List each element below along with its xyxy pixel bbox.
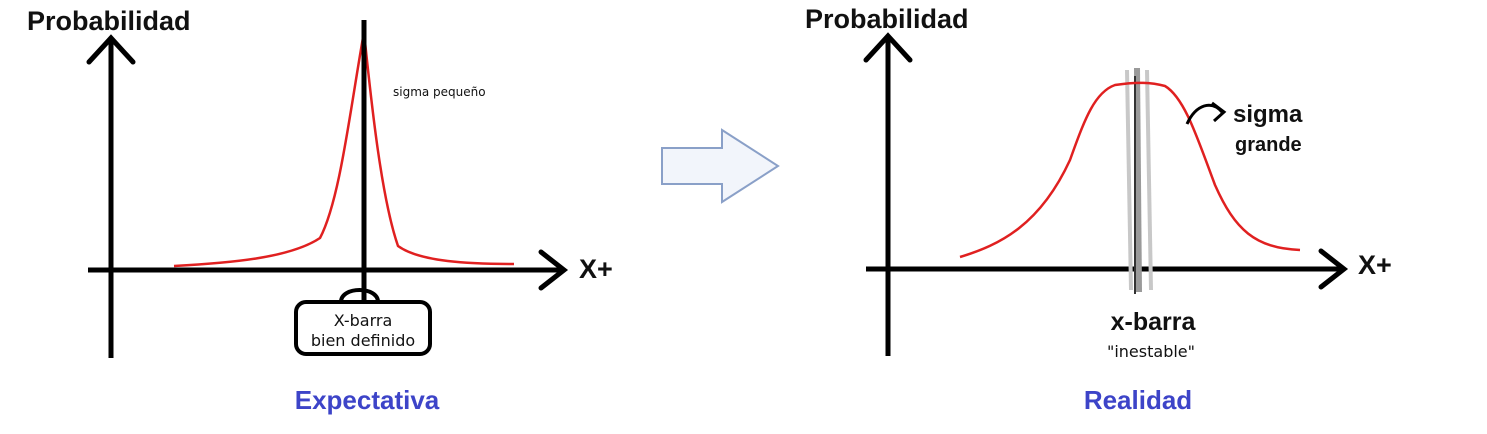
sigma-large-line2: grande [1235,134,1302,156]
sigma-large-line1: sigma [1233,101,1303,128]
callout-bubble-tip [339,288,380,303]
sigma-small-note: sigma pequeño [393,85,486,99]
unstable-mean-ghost-1 [1125,69,1133,291]
unstable-mean-blur [1134,67,1142,293]
unstable-mean-ghost-2 [1145,69,1153,291]
xbar-box-line2: bien definido [311,331,415,350]
right-caption: Realidad [1084,385,1192,415]
left-y-axis-label: Probabilidad [27,6,191,36]
right-y-axis-label: Probabilidad [805,4,969,34]
left-y-axis-arrowhead [86,34,136,65]
xbar-box-line1: X-barra [334,311,393,330]
right-block-arrow-icon [661,128,780,204]
left-narrow-distribution-curve [173,31,515,268]
xbar-unstable-note: "inestable" [1107,342,1195,361]
right-x-axis-arrowhead [1318,248,1349,290]
right-y-axis-arrowhead [863,32,913,63]
left-caption: Expectativa [295,385,440,415]
right-wide-distribution-curve [959,81,1301,259]
xbar-callout-box [294,300,432,356]
left-x-axis-label: X+ [579,254,613,284]
left-x-axis-arrowhead [538,249,569,291]
left-panel: Probabilidad X+ sigma pequeño X-barra bi… [27,6,613,415]
right-x-axis-label: X+ [1358,250,1392,280]
xbar-label: x-barra [1111,308,1197,336]
sigma-pointer-arrowhead [1211,101,1227,123]
right-panel: Probabilidad X+ sigma grande x-barra "in… [805,4,1392,415]
